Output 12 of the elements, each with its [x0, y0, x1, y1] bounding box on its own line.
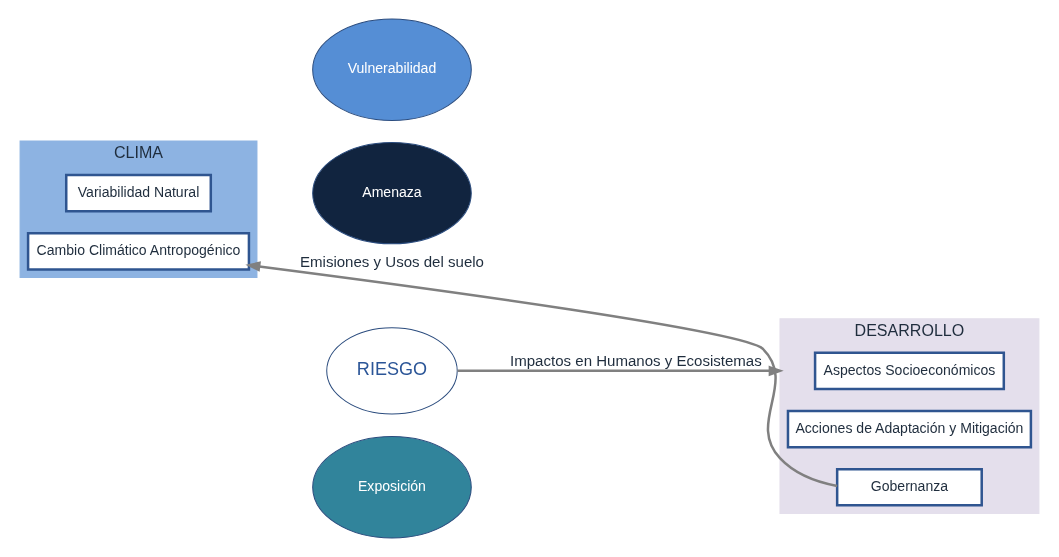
node-ellipse: Vulnerabilidad [312, 18, 472, 121]
node-box: Gobernanza [835, 467, 983, 507]
node-ellipse: Amenaza [312, 142, 472, 245]
arrow [245, 261, 838, 488]
node-ellipse: Exposición [312, 436, 472, 539]
node-box: Aspectos Socioeconómicos [813, 351, 1006, 391]
node-box: Cambio Climático Antropogénico [26, 232, 251, 271]
node-ellipse: RIESGO [326, 327, 458, 415]
edge-label: Emisiones y Usos del suelo [299, 253, 484, 271]
edge-label: Impactos en Humanos y Ecosistemas [510, 351, 762, 369]
node-box: Variabilidad Natural [65, 173, 213, 213]
node-box: Acciones de Adaptación y Mitigación [786, 409, 1033, 449]
